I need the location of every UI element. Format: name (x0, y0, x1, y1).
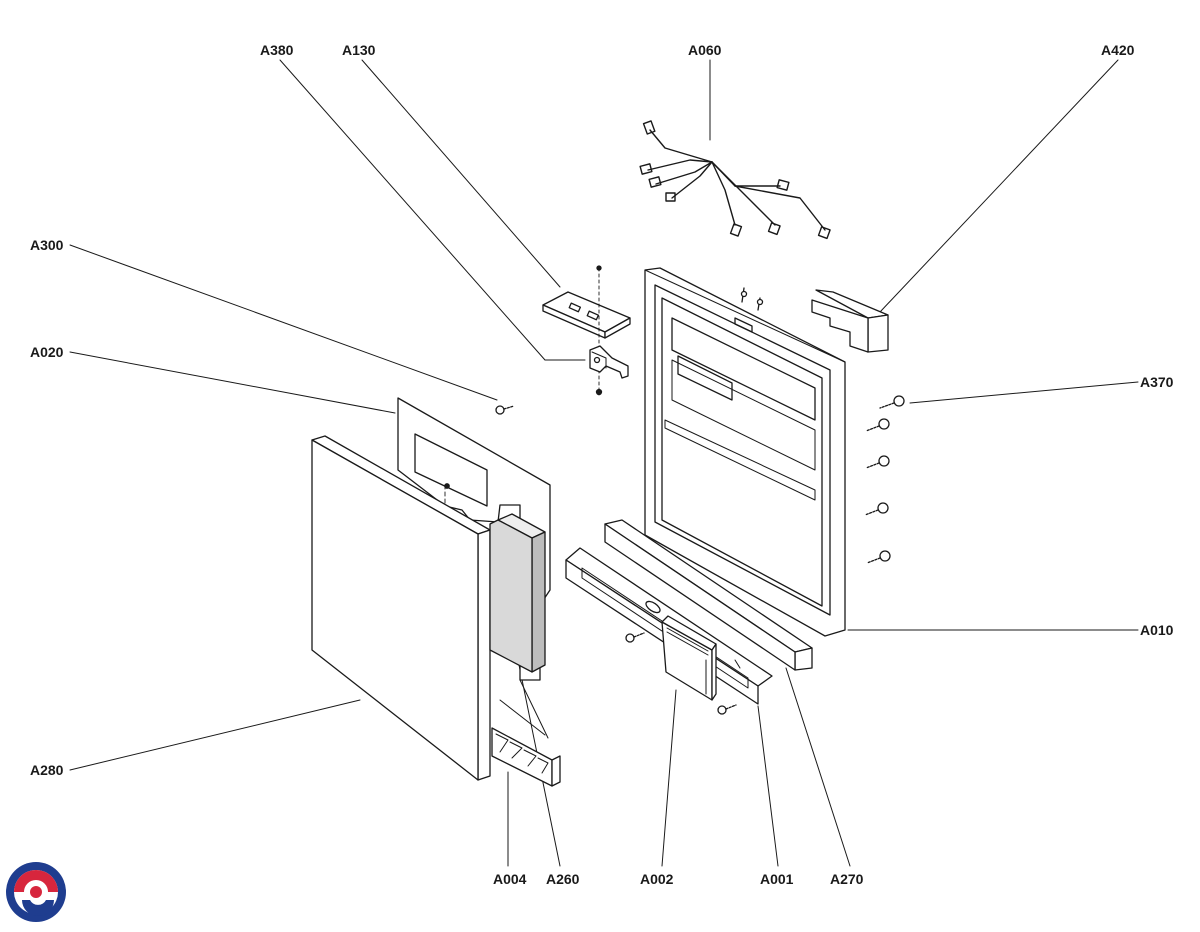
label-a004: A004 (493, 871, 527, 887)
leader-a130 (361, 59, 561, 288)
part-a420-handle-block (811, 289, 889, 353)
label-a420: A420 (1101, 42, 1135, 58)
leader-lines (69, 59, 1139, 867)
label-a130: A130 (342, 42, 376, 58)
label-a010: A010 (1140, 622, 1174, 638)
part-a002-latch (661, 615, 717, 701)
leader-a420 (879, 59, 1119, 313)
part-a370-screws-caps (864, 395, 905, 564)
part-a130-hinge-plate (542, 265, 631, 396)
leader-a270 (785, 667, 851, 867)
brand-swirl-logo (6, 862, 66, 922)
leader-a370 (909, 381, 1139, 404)
part-a060-wiring-harness (639, 120, 831, 240)
part-a300-screw (495, 405, 515, 415)
label-a001: A001 (760, 871, 794, 887)
leader-a300 (69, 244, 498, 401)
latch-screws (625, 632, 737, 715)
label-a270: A270 (830, 871, 864, 887)
callout-labels: A380 A130 A060 A420 A300 A020 A370 A010 … (30, 42, 1174, 887)
part-a004-bottom-bracket (491, 727, 561, 787)
label-a380: A380 (260, 42, 294, 58)
leader-a380 (279, 59, 546, 361)
label-a060: A060 (688, 42, 722, 58)
leader-a002 (661, 689, 677, 867)
part-a260-insulation (489, 513, 549, 739)
label-a280: A280 (30, 762, 64, 778)
leader-a280 (69, 699, 361, 771)
label-a370: A370 (1140, 374, 1174, 390)
part-a280-front-panel (311, 435, 491, 781)
leader-a001 (757, 705, 779, 867)
label-a260: A260 (546, 871, 580, 887)
part-a270-bottom-bar (604, 519, 813, 671)
label-a002: A002 (640, 871, 674, 887)
label-a020: A020 (30, 344, 64, 360)
leader-a020 (69, 351, 396, 414)
part-a380-hinge (589, 345, 629, 379)
label-a300: A300 (30, 237, 64, 253)
part-a010-inner-frame (644, 267, 846, 637)
